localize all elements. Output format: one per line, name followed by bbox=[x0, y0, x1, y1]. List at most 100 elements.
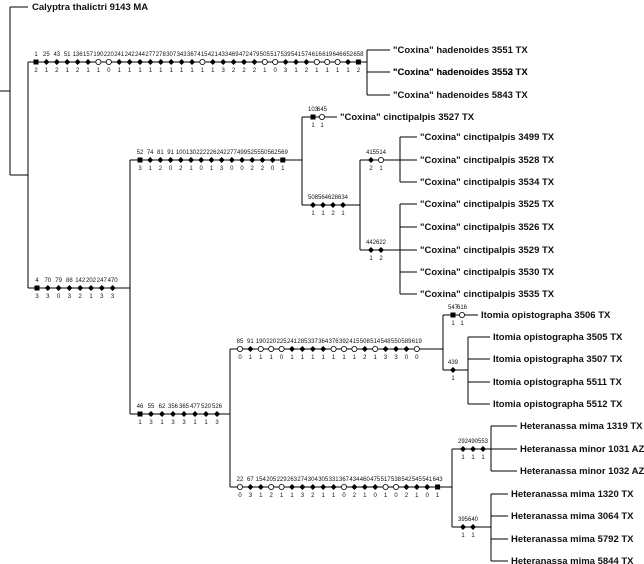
character-number: 550 bbox=[257, 150, 268, 156]
character-number: 376 bbox=[329, 339, 340, 345]
character-number: 343 bbox=[177, 52, 188, 58]
open-circle-marker bbox=[95, 59, 102, 66]
diamond-marker bbox=[330, 202, 336, 208]
square-marker bbox=[33, 59, 39, 65]
character-number: 645 bbox=[317, 107, 328, 113]
character-number: 541 bbox=[422, 477, 433, 483]
character-number: 619 bbox=[412, 339, 423, 345]
diamond-marker bbox=[303, 59, 310, 65]
character-state: 3 bbox=[215, 420, 219, 426]
character-state: 3 bbox=[222, 68, 226, 74]
diamond-marker bbox=[241, 59, 247, 65]
character-number: 367 bbox=[339, 477, 350, 483]
diamond-marker bbox=[368, 157, 374, 163]
character-number: 142 bbox=[75, 278, 86, 284]
character-marks: 1225143251113621571190122002411242124412… bbox=[33, 52, 489, 539]
character-number: 226 bbox=[206, 150, 217, 156]
character-state: 2 bbox=[34, 68, 38, 74]
diamond-marker bbox=[64, 59, 71, 65]
taxon-label: "Coxina" cinctipalpis 3530 TX bbox=[420, 267, 555, 278]
character-number: 62 bbox=[159, 404, 166, 410]
character-state: 1 bbox=[270, 355, 274, 361]
character-state: 2 bbox=[311, 493, 315, 499]
diamond-marker bbox=[310, 202, 316, 208]
character-number: 442 bbox=[366, 240, 377, 246]
open-circle-marker bbox=[199, 59, 206, 66]
diamond-marker bbox=[293, 59, 299, 65]
character-state: 3 bbox=[68, 294, 72, 300]
character-number: 130 bbox=[186, 150, 197, 156]
diamond-marker bbox=[77, 285, 84, 291]
character-number: 640 bbox=[468, 517, 479, 523]
character-state: 2 bbox=[363, 355, 367, 361]
diamond-marker bbox=[403, 484, 410, 490]
character-number: 415 bbox=[349, 339, 360, 345]
character-state: 1 bbox=[159, 68, 163, 74]
diamond-marker bbox=[320, 346, 327, 352]
diamond-marker bbox=[249, 157, 256, 163]
character-number: 364 bbox=[318, 339, 329, 345]
character-state: 1 bbox=[189, 166, 193, 172]
character-state: 0 bbox=[107, 68, 111, 74]
character-state: 0 bbox=[240, 166, 244, 172]
character-state: 1 bbox=[332, 493, 336, 499]
character-number: 67 bbox=[247, 477, 254, 483]
square-marker bbox=[435, 484, 441, 490]
character-number: 55 bbox=[148, 404, 155, 410]
character-number: 190 bbox=[93, 52, 104, 58]
diamond-marker bbox=[320, 484, 327, 490]
diamond-marker bbox=[378, 247, 384, 253]
taxon-label: "Coxina" cinctipalpis 3499 TX bbox=[420, 132, 555, 143]
diamond-marker bbox=[178, 59, 185, 65]
diamond-marker bbox=[299, 484, 306, 490]
character-state: 1 bbox=[471, 533, 475, 539]
character-state: 1 bbox=[322, 355, 326, 361]
diamond-marker bbox=[345, 59, 351, 65]
character-number: 517 bbox=[381, 477, 392, 483]
taxon-label: Heteranassa minor 1031 AZ bbox=[520, 444, 644, 455]
character-state: 1 bbox=[326, 68, 330, 74]
character-state: 1 bbox=[259, 355, 263, 361]
taxon-label: Itomia opistographa 3505 TX bbox=[493, 332, 623, 343]
character-state: 1 bbox=[138, 68, 142, 74]
diamond-marker bbox=[157, 59, 164, 65]
diamond-marker bbox=[157, 157, 164, 163]
diamond-marker bbox=[309, 346, 316, 352]
character-number: 520 bbox=[201, 404, 212, 410]
character-number: 331 bbox=[329, 477, 340, 483]
character-state: 1 bbox=[460, 321, 464, 327]
character-state: 1 bbox=[263, 68, 267, 74]
character-number: 658 bbox=[353, 52, 364, 58]
taxon-label: Heteranassa mima 5792 TX bbox=[511, 534, 634, 545]
character-number: 628 bbox=[328, 195, 339, 201]
character-number: 81 bbox=[157, 150, 164, 156]
diamond-marker bbox=[289, 346, 295, 352]
character-number: 79 bbox=[55, 278, 62, 284]
diamond-marker bbox=[214, 411, 220, 417]
character-state: 1 bbox=[471, 455, 475, 461]
character-state: 1 bbox=[290, 493, 294, 499]
character-state: 1 bbox=[436, 493, 440, 499]
character-state: 1 bbox=[301, 355, 305, 361]
diamond-marker bbox=[470, 524, 476, 530]
character-number: 367 bbox=[187, 52, 198, 58]
character-number: 220 bbox=[266, 339, 277, 345]
character-state: 1 bbox=[342, 355, 346, 361]
diamond-marker bbox=[170, 411, 176, 417]
character-state: 2 bbox=[76, 68, 80, 74]
character-state: 0 bbox=[374, 493, 378, 499]
character-number: 545 bbox=[412, 477, 423, 483]
character-number: 616 bbox=[457, 305, 468, 311]
diamond-marker bbox=[269, 157, 276, 163]
diamond-marker bbox=[66, 285, 73, 291]
open-circle-marker bbox=[236, 345, 243, 352]
character-state: 2 bbox=[79, 294, 83, 300]
character-number: 490 bbox=[468, 439, 479, 445]
diamond-marker bbox=[309, 484, 316, 490]
open-circle-marker bbox=[372, 345, 379, 352]
diamond-marker bbox=[282, 59, 289, 65]
taxon-label: Heteranassa mima 3064 TX bbox=[511, 511, 634, 522]
character-number: 205 bbox=[266, 477, 277, 483]
character-number: 46 bbox=[137, 404, 144, 410]
